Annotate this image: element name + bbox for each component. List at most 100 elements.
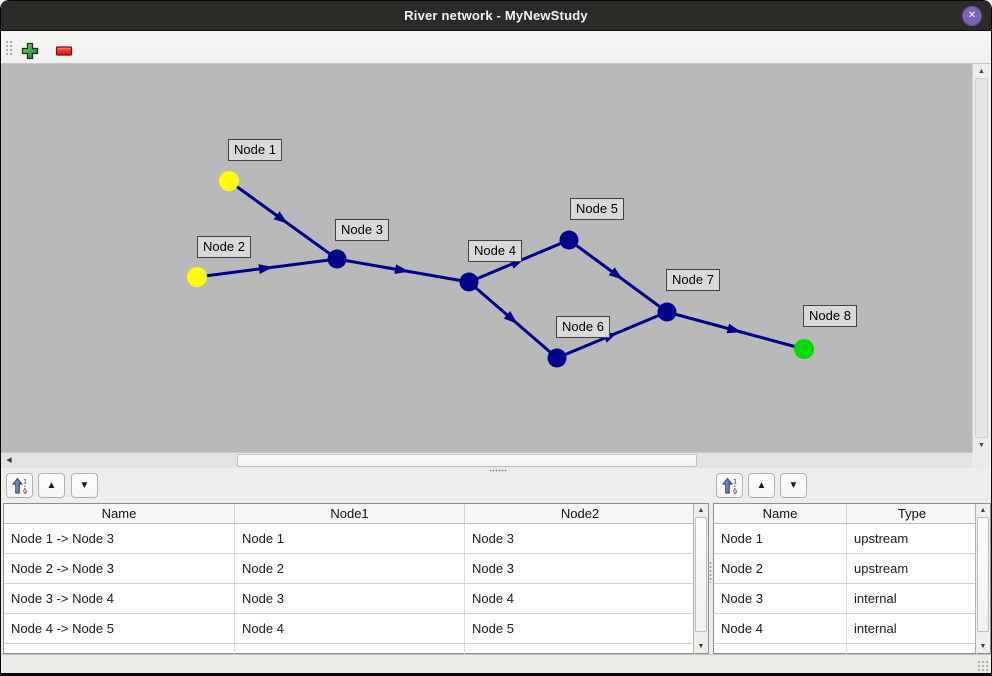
table-cell[interactable]: Node 1 — [714, 524, 847, 554]
scroll-left-icon[interactable]: ◀ — [6, 457, 12, 464]
node-label[interactable]: Node 7 — [666, 269, 720, 291]
table-cell[interactable]: internal — [847, 614, 977, 644]
network-edge[interactable] — [196, 257, 338, 279]
add-node-button[interactable] — [19, 42, 41, 62]
reaches-sort-button[interactable]: 1 9 — [6, 473, 33, 498]
up-arrow-icon: ▲ — [756, 480, 767, 491]
vertical-splitter[interactable] — [709, 473, 713, 654]
nodes-scroll-thumb[interactable] — [977, 517, 989, 632]
network-edge[interactable] — [666, 310, 805, 351]
horizontal-splitter[interactable] — [1, 468, 991, 473]
nodes-sort-button[interactable]: 1 9 — [716, 473, 743, 498]
table-cell[interactable]: Node 1 — [235, 524, 465, 554]
scroll-up-icon[interactable]: ▲ — [697, 507, 705, 514]
nodes-table-header: Name Type — [714, 504, 977, 524]
scroll-up-icon[interactable]: ▲ — [978, 68, 985, 75]
node-label[interactable]: Node 6 — [556, 316, 610, 338]
network-node[interactable] — [559, 230, 579, 250]
reaches-move-up-button[interactable]: ▲ — [38, 473, 65, 498]
network-node[interactable] — [547, 348, 567, 368]
minus-icon — [55, 42, 73, 59]
table-cell[interactable]: Node 4 — [465, 584, 695, 614]
splitter-grip-icon — [709, 561, 712, 583]
table-cell[interactable]: Node 2 — [235, 554, 465, 584]
nodes-table-scrollbar[interactable]: ▲ ▼ — [975, 504, 990, 653]
node-label[interactable]: Node 5 — [570, 198, 624, 220]
node-label[interactable]: Node 8 — [803, 305, 857, 327]
node-label[interactable]: Node 2 — [197, 236, 251, 258]
network-node[interactable] — [657, 302, 677, 322]
column-header-name[interactable]: Name — [4, 504, 235, 523]
status-bar — [1, 654, 991, 673]
network-edge[interactable] — [568, 238, 668, 314]
svg-text:9: 9 — [733, 488, 737, 495]
scroll-down-icon[interactable]: ▼ — [697, 643, 705, 650]
table-cell[interactable]: Node 3 -> Node 4 — [4, 584, 235, 614]
column-header-node1[interactable]: Node1 — [235, 504, 465, 523]
network-node[interactable] — [794, 339, 814, 359]
nodes-move-up-button[interactable]: ▲ — [748, 473, 775, 498]
reaches-scroll-thumb[interactable] — [695, 517, 707, 632]
plus-icon — [21, 42, 39, 60]
column-header-node2[interactable]: Node2 — [560, 506, 600, 521]
table-cell[interactable]: Node 3 — [465, 524, 695, 554]
table-cell[interactable]: Node 2 -> Node 3 — [4, 554, 235, 584]
node-label[interactable]: Node 1 — [228, 139, 282, 161]
network-node[interactable] — [187, 267, 207, 287]
table-cell[interactable]: Node 5 — [465, 614, 695, 644]
canvas-hscroll-thumb[interactable] — [237, 454, 697, 467]
toolbar-drag-handle[interactable] — [5, 40, 13, 57]
network-edge[interactable] — [228, 179, 338, 261]
svg-text:1: 1 — [733, 478, 737, 486]
sort-ascending-icon: 1 9 — [721, 478, 739, 499]
table-cell[interactable]: Node 3 — [235, 584, 465, 614]
network-node[interactable] — [327, 249, 347, 269]
down-arrow-icon: ▼ — [79, 480, 90, 491]
table-cell[interactable]: internal — [847, 584, 977, 614]
sort-ascending-icon: 1 9 — [11, 478, 29, 499]
up-arrow-icon: ▲ — [46, 480, 57, 491]
reaches-table-scrollbar[interactable]: ▲ ▼ — [693, 504, 708, 653]
network-canvas[interactable]: Node 1 Node 2 Node 3 Node 4 Node 5 Node 6 Node… — [1, 64, 972, 452]
column-header-type[interactable]: Type — [897, 506, 927, 521]
scroll-up-icon[interactable]: ▲ — [979, 507, 987, 514]
table-cell[interactable]: Node 4 — [714, 614, 847, 644]
table-cell[interactable]: upstream — [847, 554, 977, 584]
scroll-down-icon[interactable]: ▼ — [979, 643, 987, 650]
network-edge[interactable] — [468, 280, 558, 360]
column-header-name[interactable]: Name — [714, 504, 847, 523]
canvas-horizontal-scrollbar[interactable]: ◀ ▶ — [1, 452, 983, 468]
canvas-vscroll-thumb[interactable] — [975, 78, 988, 438]
main-toolbar — [1, 31, 991, 64]
table-cell[interactable]: Node 4 — [235, 614, 465, 644]
network-edge[interactable] — [556, 310, 668, 360]
network-node[interactable] — [219, 171, 239, 191]
svg-text:9: 9 — [23, 488, 27, 495]
table-cell[interactable]: Node 2 — [714, 554, 847, 584]
reaches-move-down-button[interactable]: ▼ — [71, 473, 98, 498]
node-label[interactable]: Node 4 — [468, 240, 522, 262]
table-cell[interactable]: Node 3 — [465, 554, 695, 584]
nodes-move-down-button[interactable]: ▼ — [780, 473, 807, 498]
resize-grip[interactable] — [977, 660, 989, 672]
network-edge[interactable] — [336, 257, 470, 284]
canvas-vertical-scrollbar[interactable]: ▲ ▼ — [972, 64, 990, 452]
table-cell[interactable]: Node 1 -> Node 3 — [4, 524, 235, 554]
remove-node-button[interactable] — [53, 42, 75, 62]
svg-text:1: 1 — [23, 478, 27, 486]
network-canvas-svg[interactable] — [1, 64, 972, 452]
titlebar[interactable]: River network - MyNewStudy ✕ — [1, 1, 991, 31]
table-cell[interactable]: Node 4 -> Node 5 — [4, 614, 235, 644]
table-cell[interactable]: Node 3 — [714, 584, 847, 614]
network-node[interactable] — [459, 272, 479, 292]
table-cell[interactable]: upstream — [847, 524, 977, 554]
down-arrow-icon: ▼ — [788, 480, 799, 491]
close-button[interactable]: ✕ — [962, 6, 982, 26]
node-label[interactable]: Node 3 — [335, 219, 389, 241]
scroll-down-icon[interactable]: ▼ — [978, 442, 985, 449]
